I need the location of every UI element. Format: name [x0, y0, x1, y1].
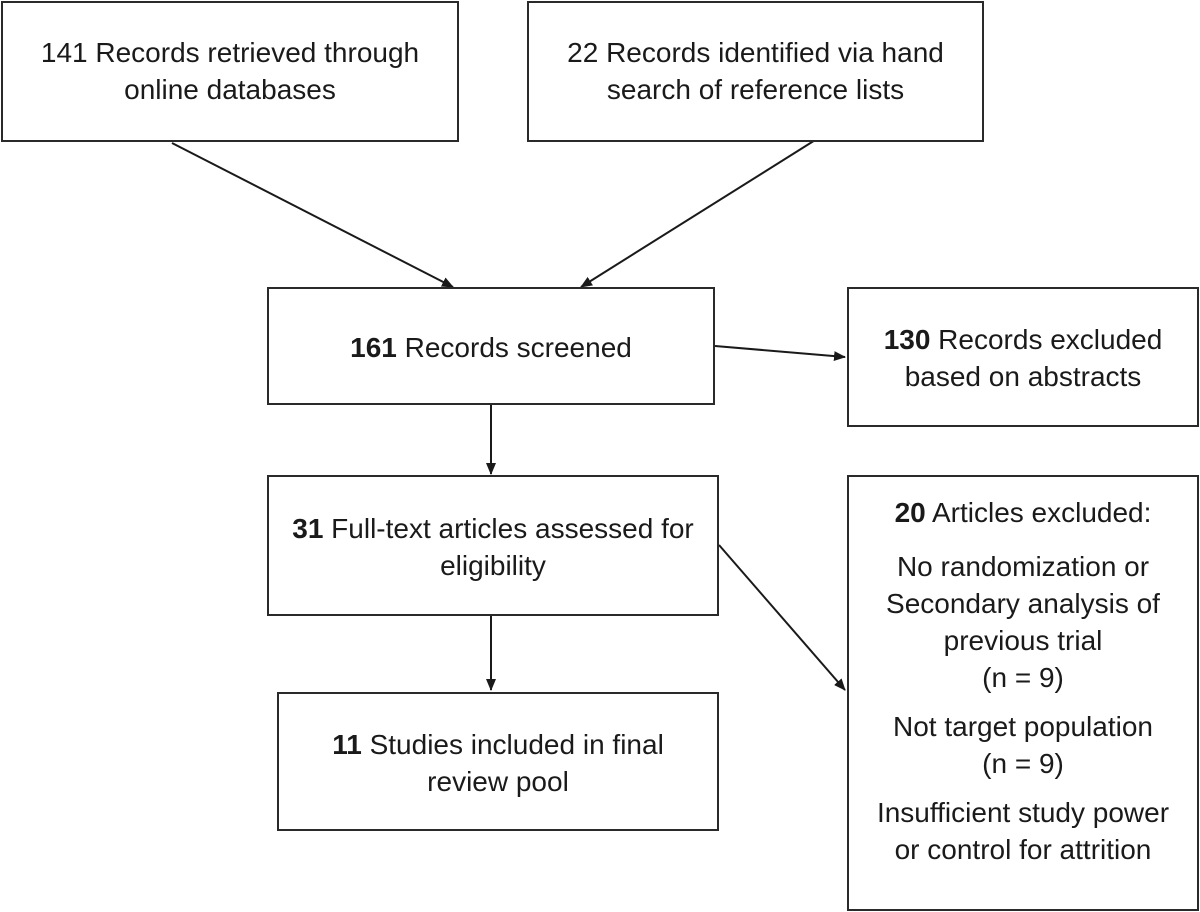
exclusion-reason-population: Not target population (n = 9) [893, 711, 1153, 779]
databases-line2: online databases [124, 74, 336, 105]
exclusion-reason-randomization: No randomization or Secondary analysis o… [886, 551, 1160, 693]
records-hand-search-box: 22 Records identified via hand search of… [527, 1, 984, 142]
screened-text: Records screened [396, 332, 632, 363]
studies-included-box: 11 Studies included in final review pool [277, 692, 719, 831]
full-text-line2: eligibility [440, 550, 546, 581]
included-line2: review pool [427, 766, 569, 797]
records-databases-box: 141 Records retrieved through online dat… [1, 1, 459, 142]
exclusion-reason-power: Insufficient study power or control for … [876, 797, 1170, 865]
arrow-fulltext-to-excluded [718, 544, 846, 691]
excluded-abstracts-count: 130 [883, 324, 931, 355]
arrow-databases-to-screened [171, 142, 454, 288]
full-text-text: Full-text articles assessed for [323, 513, 694, 544]
arrow-screened-to-excluded [714, 345, 846, 362]
full-text-box: 31 Full-text articles assessed for eligi… [267, 475, 719, 616]
databases-line1: 141 Records retrieved through [40, 37, 420, 68]
full-text-count: 31 [292, 513, 324, 544]
excluded-abstracts-text: Records excluded [930, 324, 1163, 355]
records-screened-box: 161 Records screened [267, 287, 715, 405]
excluded-articles-count: 20 [894, 497, 926, 528]
hand-search-line2: search of reference lists [606, 74, 905, 105]
included-text: Studies included in final [361, 729, 664, 760]
included-count: 11 [332, 729, 362, 760]
hand-search-line1: 22 Records identified via hand [567, 37, 944, 68]
arrow-handsearch-to-screened [580, 136, 821, 288]
records-excluded-box: 130 Records excluded based on abstracts [847, 287, 1199, 427]
excluded-articles-text: Articles excluded: [925, 497, 1152, 528]
screened-count: 161 [350, 332, 397, 363]
excluded-abstracts-line2: based on abstracts [904, 361, 1142, 392]
articles-excluded-box: 20 Articles excluded: No randomization o… [847, 475, 1199, 911]
